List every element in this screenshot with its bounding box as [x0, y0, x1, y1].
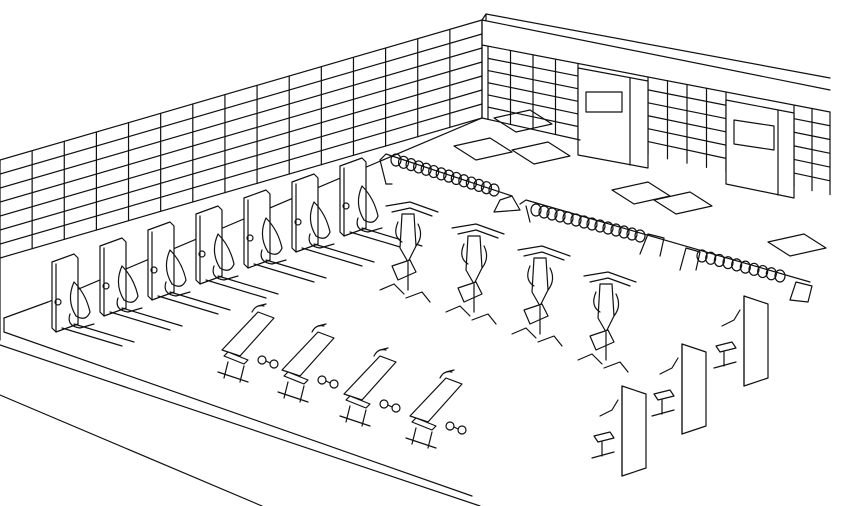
- dumbbell-rack-upper: [379, 153, 521, 213]
- dumbbell: [465, 176, 477, 190]
- dumbbell: [530, 203, 542, 217]
- dumbbell: [578, 215, 590, 229]
- dumbbell: [546, 207, 558, 221]
- leg-press-station: [99, 237, 183, 331]
- dumbbell: [757, 264, 769, 279]
- dumbbell: [443, 169, 455, 183]
- dumbbell: [705, 251, 717, 265]
- dumbbell: [435, 167, 447, 181]
- dumbbell: [570, 213, 582, 227]
- door-left: [577, 67, 649, 169]
- cable-station-row: [591, 295, 769, 477]
- leg-press-station: [195, 205, 279, 299]
- dumbbell: [722, 256, 734, 270]
- dumbbell: [765, 267, 777, 281]
- dumbbell: [458, 174, 470, 188]
- floor-mat: [511, 141, 571, 165]
- bench: [277, 323, 339, 403]
- dumbbell: [696, 249, 708, 263]
- dumbbell: [739, 260, 751, 274]
- dumbbell: [473, 178, 485, 192]
- cable-station: [591, 385, 647, 477]
- floor-mat: [767, 233, 827, 257]
- bench-row: [217, 303, 467, 449]
- floor-mat: [653, 191, 713, 215]
- leg-press-station: [243, 189, 327, 283]
- dumbbell: [774, 269, 786, 283]
- dumbbell: [618, 225, 630, 239]
- cable-station: [651, 343, 707, 435]
- leg-press-row: [51, 157, 423, 347]
- dumbbell: [748, 262, 760, 276]
- door-right: [725, 99, 795, 199]
- leg-press-station: [291, 173, 375, 267]
- left-tiled-wall: [0, 19, 483, 259]
- dumbbell: [610, 223, 622, 237]
- dumbbell: [488, 183, 500, 197]
- dumbbell: [602, 221, 614, 235]
- bench: [405, 369, 467, 449]
- dumbbell: [480, 181, 493, 195]
- dumbbell: [390, 153, 402, 167]
- leg-press-station: [147, 221, 231, 315]
- weight-machine: [577, 271, 637, 373]
- dumbbell: [594, 219, 606, 233]
- dumbbell: [450, 171, 462, 186]
- cable-station: [713, 295, 769, 387]
- dumbbell: [626, 227, 638, 241]
- floor-mat: [611, 181, 671, 205]
- weight-machine: [445, 223, 505, 325]
- dumbbell: [538, 205, 550, 219]
- dumbbell: [428, 164, 440, 179]
- floor-mat: [493, 109, 553, 133]
- floor-mat: [453, 137, 513, 161]
- dumbbell: [413, 160, 425, 174]
- dumbbell: [554, 209, 566, 223]
- dumbbell: [420, 162, 432, 176]
- dumbbell: [397, 155, 410, 169]
- leg-press-station: [51, 253, 135, 347]
- dumbbell: [731, 258, 743, 272]
- back-wall: [481, 13, 831, 199]
- dumbbell: [634, 229, 646, 243]
- dumbbell: [405, 158, 417, 172]
- weight-machine-row: [379, 201, 637, 373]
- dumbbell: [713, 253, 725, 268]
- weight-machine: [511, 245, 571, 347]
- dumbbell: [562, 211, 574, 225]
- bench: [217, 303, 279, 383]
- bench: [339, 347, 401, 427]
- weight-machine: [379, 201, 439, 303]
- dumbbell: [586, 217, 598, 231]
- dumbbell-rack-lower: [519, 199, 813, 303]
